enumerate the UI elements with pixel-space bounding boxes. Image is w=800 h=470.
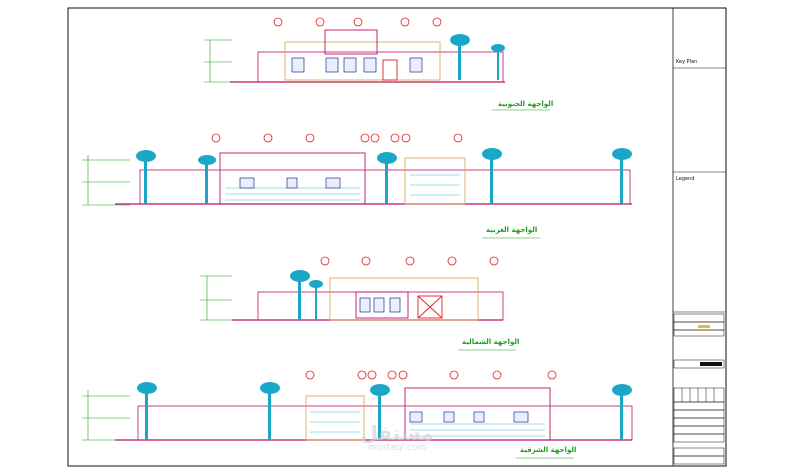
garage-block [305, 395, 365, 441]
siding-lines [225, 174, 460, 201]
main-door [382, 59, 398, 81]
watermark-logo: مستقل [360, 421, 434, 445]
sheet-border [67, 7, 727, 467]
window-row [291, 57, 423, 73]
building-body [284, 41, 441, 81]
boundary-wall [137, 405, 633, 441]
level-markers [211, 133, 463, 143]
level-markers [305, 370, 557, 380]
elevation-east: الواجهة الشرقية [82, 370, 633, 459]
building-body [329, 277, 479, 321]
window-row [359, 297, 401, 313]
central-block [324, 29, 378, 55]
central-block [355, 291, 409, 319]
titleblock-table [673, 313, 725, 465]
palm-trees [137, 382, 632, 440]
watermark-url: mostaql.com [367, 443, 427, 453]
dimension-lines [200, 275, 232, 321]
level-markers [273, 17, 442, 27]
dimension-lines [204, 39, 232, 83]
elevation-west: الواجهة الغربية [82, 133, 632, 239]
window-row [409, 411, 529, 423]
boundary-wall [257, 51, 504, 83]
building-body [219, 152, 366, 205]
garage-door [417, 295, 443, 319]
gate-block [404, 157, 466, 205]
palm-trees [136, 148, 632, 204]
level-markers [320, 256, 499, 266]
elevation-caption: الواجهة الشمالية [462, 338, 519, 346]
elevation-caption: الواجهة الجنوبية [498, 100, 553, 108]
elevation-north: الواجهة الشمالية [200, 256, 519, 351]
watermark: مستقل mostaql.com [352, 423, 442, 453]
dimension-lines [82, 155, 130, 206]
palm-trees [450, 34, 505, 80]
window-row [239, 177, 341, 189]
elevation-south: الواجهة الجنوبية [204, 17, 553, 111]
key-plan-label: Key Plan [676, 59, 697, 65]
building-body [404, 387, 551, 441]
siding-lines [310, 411, 545, 437]
legend-label: Legend [676, 176, 694, 182]
elevation-caption: الواجهة الشرقية [520, 446, 576, 454]
dimension-lines [82, 390, 130, 441]
elevation-caption: الواجهة الغربية [486, 226, 537, 234]
palm-trees [290, 270, 323, 320]
